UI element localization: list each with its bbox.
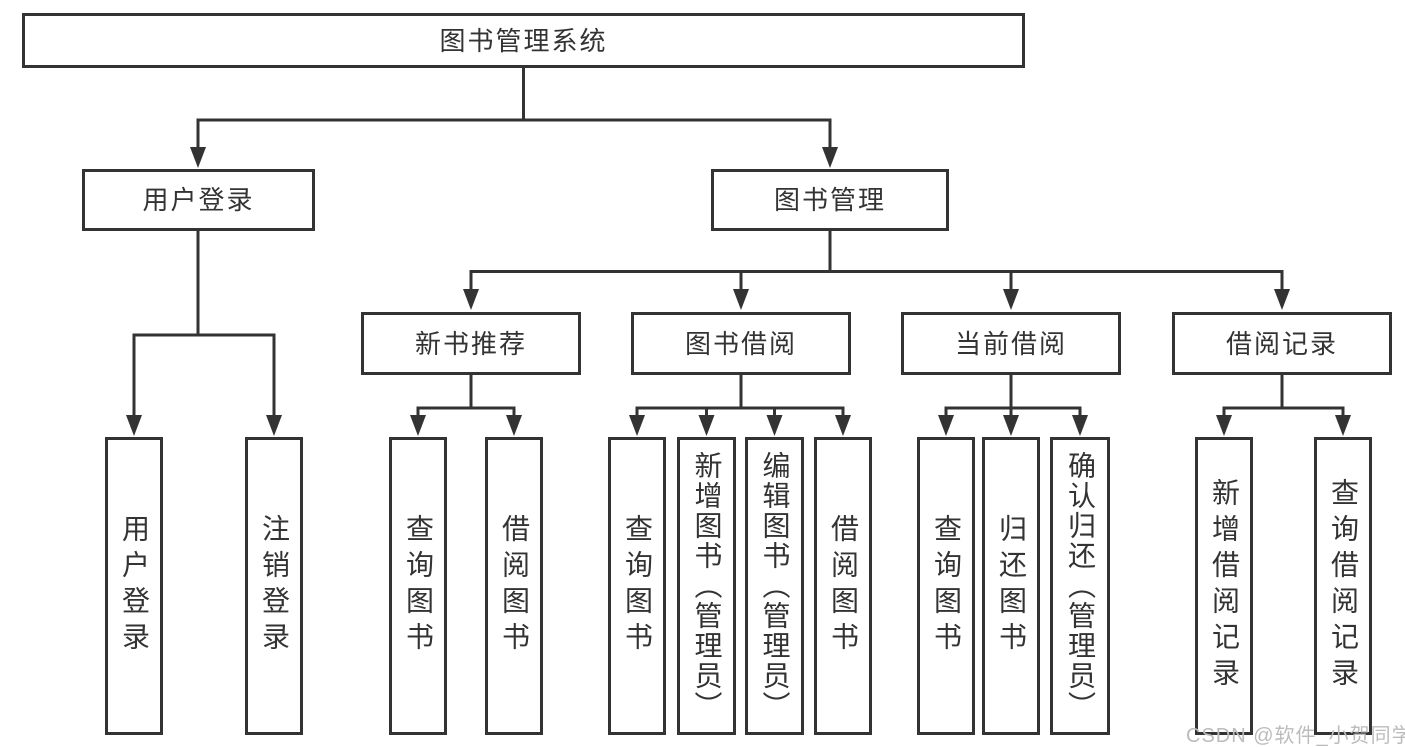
node-label: 当前借阅	[954, 328, 1067, 359]
leaf-query-books-current: 查询图书	[917, 437, 975, 735]
node-label: 图书管理	[773, 185, 886, 215]
node-user-login: 用户登录	[82, 169, 315, 231]
node-label: 图书借阅	[684, 328, 797, 359]
connector-book-mgmt-to-level3	[469, 231, 1284, 292]
leaf-confirm-return-admin: 确认归还（管理员）	[1050, 437, 1110, 735]
node-label: 注销登录	[259, 514, 290, 658]
arrow-down-icon	[126, 415, 142, 436]
arrow-down-icon	[266, 415, 282, 436]
leaf-borrow-books: 借阅图书	[814, 437, 872, 735]
node-root-library-system: 图书管理系统	[22, 13, 1025, 68]
node-label: 用户登录	[119, 514, 150, 658]
leaf-edit-books-admin: 编辑图书（管理员）	[745, 437, 804, 735]
leaf-borrow-books-rec: 借阅图书	[485, 437, 543, 735]
node-label: 确认归还（管理员）	[1065, 451, 1096, 721]
node-book-mgmt: 图书管理	[711, 169, 949, 231]
connector-current-borrow-children	[944, 375, 1082, 418]
node-book-borrow: 图书借阅	[631, 312, 851, 375]
arrow-down-icon	[938, 415, 954, 436]
leaf-add-books-admin: 新增图书（管理员）	[677, 437, 736, 735]
connector-book-borrow-children	[635, 375, 845, 418]
node-borrow-records: 借阅记录	[1172, 312, 1392, 375]
arrow-down-icon	[1072, 415, 1088, 436]
node-label: 借阅图书	[828, 514, 859, 658]
arrow-down-icon	[766, 415, 783, 436]
arrow-down-icon	[733, 289, 749, 310]
node-label: 新增借阅记录	[1209, 478, 1240, 694]
arrow-down-icon	[835, 415, 851, 436]
arrow-down-icon	[1335, 415, 1351, 436]
arrow-down-icon	[822, 147, 838, 168]
node-label: 借阅图书	[499, 514, 530, 658]
node-label: 查询图书	[622, 514, 653, 658]
node-label: 新增图书（管理员）	[691, 451, 723, 721]
node-label: 归还图书	[996, 514, 1027, 658]
connector-new-book-rec-children	[416, 375, 516, 418]
arrow-down-icon	[1003, 415, 1019, 436]
arrow-down-icon	[190, 147, 206, 168]
node-label: 查询借阅记录	[1328, 478, 1359, 694]
node-label: 查询图书	[931, 514, 962, 658]
arrow-down-icon	[410, 415, 426, 436]
leaf-query-books-rec: 查询图书	[389, 437, 447, 735]
arrow-down-icon	[1003, 289, 1019, 310]
node-label: 查询图书	[403, 514, 434, 658]
arrow-down-icon	[506, 415, 522, 436]
leaf-query-books-borrow: 查询图书	[608, 437, 666, 735]
csdn-watermark: CSDN @软件_小贺同学	[1186, 725, 1405, 747]
node-label: 用户登录	[142, 185, 255, 215]
leaf-return-books: 归还图书	[982, 437, 1040, 735]
leaf-add-borrow-record: 新增借阅记录	[1195, 437, 1253, 735]
node-label: 借阅记录	[1225, 328, 1338, 359]
arrow-down-icon	[1274, 289, 1290, 310]
arrow-down-icon	[1216, 415, 1232, 436]
node-new-book-rec: 新书推荐	[361, 312, 581, 375]
node-label: 图书管理系统	[439, 25, 608, 56]
arrow-down-icon	[629, 415, 645, 436]
leaf-user-login: 用户登录	[105, 437, 163, 735]
arrow-down-icon	[463, 289, 479, 310]
leaf-query-borrow-record: 查询借阅记录	[1314, 437, 1372, 735]
connector-user-login-children	[132, 231, 276, 418]
arrow-down-icon	[698, 415, 715, 436]
connector-borrow-records-children	[1222, 375, 1345, 418]
node-label: 新书推荐	[414, 328, 527, 359]
leaf-logout: 注销登录	[245, 437, 303, 735]
node-label: 编辑图书（管理员）	[759, 451, 791, 721]
node-current-borrow: 当前借阅	[901, 312, 1121, 375]
connector-root-to-level2	[196, 68, 832, 150]
